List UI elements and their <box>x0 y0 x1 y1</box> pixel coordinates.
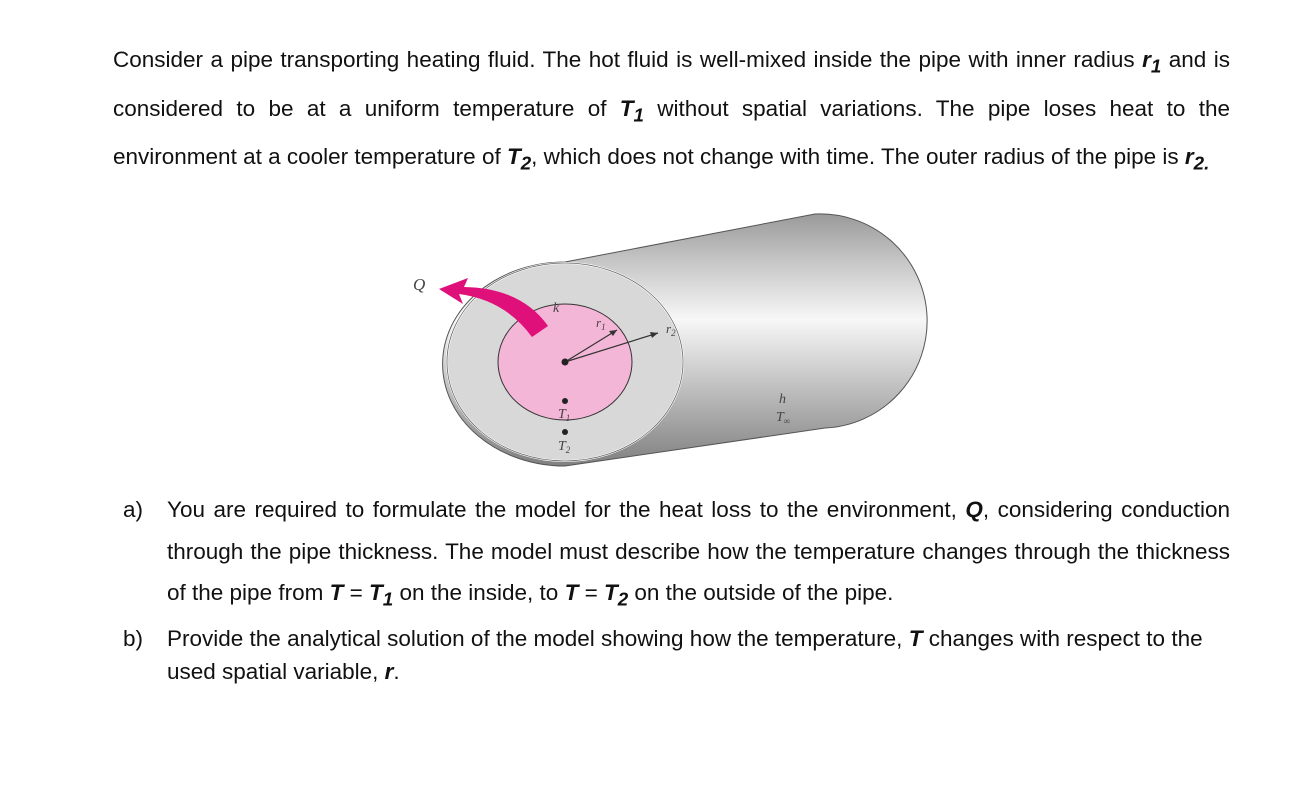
intro-text: and is considered to be at a uniform tem… <box>113 47 1230 121</box>
label-T-inf: T∞ <box>776 410 790 426</box>
r-symbol: r <box>384 659 394 684</box>
T2-symbol: T2 <box>506 144 532 174</box>
label-r1: r1 <box>596 315 606 332</box>
question-a: a)You are required to formulate the mode… <box>113 489 1230 620</box>
label-Q: Q <box>413 275 425 294</box>
T-symbol: T <box>908 626 923 651</box>
label-h: h <box>779 392 786 407</box>
label-T1: T1 <box>558 407 570 423</box>
Q-symbol: Q <box>965 497 983 522</box>
T1-symbol: T1 <box>369 580 394 610</box>
center-dot <box>561 358 569 366</box>
inner-surface-dot <box>562 398 568 404</box>
question-a-marker: a) <box>123 497 144 522</box>
question-list: a)You are required to formulate the mode… <box>113 489 1230 688</box>
r1-symbol: r1 <box>1142 47 1162 77</box>
intro-text: without spatial variations. The pipe los… <box>113 95 1230 170</box>
intro-text: Consider a pipe transporting heating flu… <box>113 47 1143 72</box>
pipe-figure: Q k r1 r2 T1 T2 h T∞ <box>413 213 928 467</box>
intro-paragraph: Consider a pipe transporting heating flu… <box>113 39 1230 185</box>
label-k: k <box>553 301 560 316</box>
label-T2: T2 <box>558 439 571 455</box>
T2-symbol: T2 <box>603 580 629 610</box>
heat-loss-arrow <box>439 278 548 337</box>
T-symbol: T <box>564 580 579 605</box>
outer-surface-dot <box>562 429 568 435</box>
question-b: b)Provide the analytical solution of the… <box>113 622 1230 688</box>
label-r2: r2 <box>666 321 676 338</box>
r2-symbol: r2. <box>1184 144 1210 174</box>
intro-text: , which does not change with time. The o… <box>531 144 1185 169</box>
question-b-marker: b) <box>123 626 144 651</box>
T1-symbol: T1 <box>619 95 644 126</box>
T-symbol: T <box>329 580 344 605</box>
